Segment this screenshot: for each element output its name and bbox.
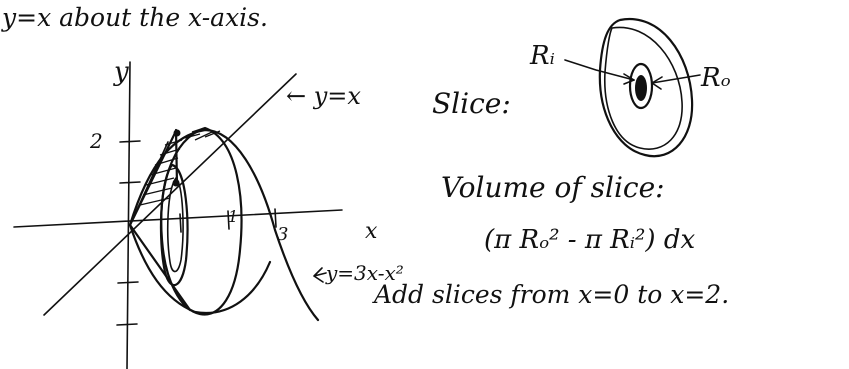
parabola-curve (128, 128, 320, 322)
slice-diagram: Slice: Rᵢ Rₒ (432, 17, 731, 158)
y-tick-neg1 (117, 281, 139, 284)
curve-label-arrow (313, 267, 327, 283)
washer-hole-outer (628, 62, 654, 110)
y-axis (126, 61, 131, 369)
solid-core-ellipse (166, 177, 184, 273)
line-label: ← y=x (286, 82, 361, 110)
x-tick-1a (179, 213, 182, 233)
slice-segment (174, 128, 179, 187)
cone-bottom-edge (128, 223, 192, 312)
x-tick-3 (274, 208, 277, 228)
header-text: y=x about the x-axis. (1, 3, 268, 32)
ri-arrow-line (564, 59, 635, 81)
ro-arrowhead (651, 76, 663, 90)
graph: y x 2 1 3 ← y=x y=3x-x² (13, 57, 404, 369)
volume-note: Add slices from x=0 to x=2. (372, 280, 729, 309)
x-axis-label: x (365, 219, 378, 244)
curve-label: y=3x-x² (325, 261, 404, 285)
y-tick-neg2 (116, 323, 138, 326)
y-axis-label: y (113, 57, 129, 87)
ri-arrowhead (623, 73, 635, 85)
tick-label-1: 1 (228, 207, 238, 226)
washer-outer (598, 17, 694, 158)
volume-formula: (π Rₒ² - π Rᵢ²) dx (484, 225, 695, 255)
y-tick-2 (119, 140, 141, 143)
slice-point-high (173, 129, 181, 137)
tick-label-3: 3 (277, 224, 288, 245)
solid-inner-ellipse (159, 163, 189, 287)
y-tick-1 (119, 181, 141, 184)
volume-heading: Volume of slice: (441, 171, 665, 204)
cone-lines (129, 141, 169, 226)
x-tick-1 (227, 210, 230, 230)
label-ro: Rₒ (700, 63, 731, 93)
tick-label-2: 2 (89, 129, 103, 153)
ro-arrow-line (651, 74, 701, 84)
label-ri: Rᵢ (529, 41, 555, 71)
slice-point-low (172, 179, 180, 187)
washer-rim (604, 26, 683, 150)
mirror-curve (128, 223, 272, 315)
slice-title: Slice: (432, 87, 511, 120)
x-axis (13, 209, 343, 228)
volume-notes: Volume of slice: (π Rₒ² - π Rᵢ²) dx Add … (372, 171, 729, 309)
hatched-region (139, 127, 221, 206)
washer-hole-inner (635, 75, 647, 101)
